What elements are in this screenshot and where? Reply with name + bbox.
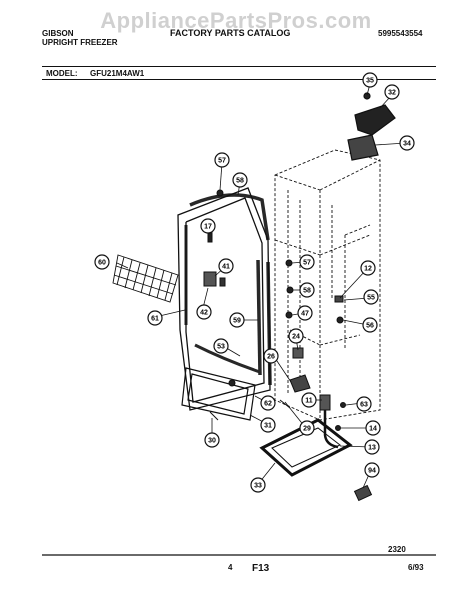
revision-date: 6/93 — [408, 563, 424, 572]
hinge-top — [347, 92, 396, 161]
callout-53: 53 — [213, 338, 229, 354]
figure-code: F13 — [252, 563, 270, 574]
callout-label: 13 — [368, 445, 376, 452]
callout-94: 94 — [364, 462, 380, 478]
callout-label: 35 — [366, 78, 374, 85]
callout-26: 26 — [263, 348, 279, 364]
callout-label: 34 — [403, 141, 411, 148]
callout-label: 58 — [236, 178, 244, 185]
callout-label: 94 — [368, 468, 376, 475]
callout-label: 12 — [364, 266, 372, 273]
callout-29: 29 — [299, 420, 315, 436]
small-parts — [203, 189, 346, 431]
door-gasket — [184, 193, 272, 386]
callout-label: 59 — [233, 318, 241, 325]
catalog-title: FACTORY PARTS CATALOG — [170, 28, 291, 38]
header-rule-top — [42, 66, 436, 67]
drain-tube — [323, 410, 339, 449]
callout-12: 12 — [360, 260, 376, 276]
callout-label: 24 — [292, 334, 300, 341]
callout-label: 55 — [367, 295, 375, 302]
callout-label: 57 — [218, 158, 226, 165]
document-number: 5995543554 — [378, 29, 423, 38]
callout-label: 29 — [303, 426, 311, 433]
callout-24: 24 — [288, 328, 304, 344]
page-number: 4 — [228, 563, 233, 572]
callout-62: 62 — [260, 395, 276, 411]
callout-34: 34 — [399, 135, 415, 151]
callout-label: 56 — [366, 323, 374, 330]
callout-57: 57 — [214, 152, 230, 168]
kick-panel — [181, 367, 256, 421]
product-label: UPRIGHT FREEZER — [42, 38, 118, 47]
callout-63: 63 — [356, 396, 372, 412]
callout-47: 47 — [297, 305, 313, 321]
brand-label: GIBSON — [42, 29, 74, 38]
callout-60: 60 — [94, 254, 110, 270]
callout-57: 57 — [299, 254, 315, 270]
callout-41: 41 — [218, 258, 234, 274]
callout-layer: 35 32 34 57 58 17 41 42 61 60 59 53 62 31 30 57 58 47 24 26… — [94, 72, 415, 493]
callout-13: 13 — [364, 439, 380, 455]
model-label: MODEL: — [46, 69, 78, 78]
callout-42: 42 — [196, 304, 212, 320]
callout-label: 11 — [305, 398, 313, 405]
header-rule-bottom — [42, 79, 436, 80]
callout-55: 55 — [363, 289, 379, 305]
callout-label: 14 — [369, 426, 377, 433]
callout-label: 33 — [254, 483, 262, 490]
door-frame — [177, 187, 271, 411]
callout-label: 61 — [151, 316, 159, 323]
callout-14: 14 — [365, 420, 381, 436]
callout-label: 26 — [267, 354, 275, 361]
callout-label: 47 — [301, 311, 309, 318]
callout-label: 58 — [303, 288, 311, 295]
callout-label: 31 — [264, 423, 272, 430]
callout-label: 17 — [204, 224, 212, 231]
callout-30: 30 — [204, 432, 220, 448]
callout-61: 61 — [147, 310, 163, 326]
callout-59: 59 — [229, 312, 245, 328]
callout-58: 58 — [232, 172, 248, 188]
callout-31: 31 — [260, 417, 276, 433]
callout-label: 30 — [208, 438, 216, 445]
callout-32: 32 — [384, 84, 400, 100]
callout-label: 41 — [222, 264, 230, 271]
callout-17: 17 — [200, 218, 216, 234]
revision-code: 2320 — [388, 545, 406, 554]
callout-label: 60 — [98, 260, 106, 267]
callout-label: 63 — [360, 402, 368, 409]
grille — [112, 254, 179, 303]
callout-label: 57 — [303, 260, 311, 267]
callout-label: 32 — [388, 90, 396, 97]
callout-33: 33 — [250, 477, 266, 493]
callout-label: 53 — [217, 344, 225, 351]
leveling-leg — [353, 484, 373, 502]
model-value: GFU21M4AW1 — [90, 69, 145, 78]
callout-56: 56 — [362, 317, 378, 333]
watermark: AppliancePartsPros.com — [100, 8, 372, 33]
drain-pan — [259, 418, 353, 477]
callout-label: 62 — [264, 401, 272, 408]
callout-11: 11 — [301, 392, 317, 408]
callout-58: 58 — [299, 282, 315, 298]
callout-35: 35 — [362, 72, 378, 88]
callout-label: 42 — [200, 310, 208, 317]
